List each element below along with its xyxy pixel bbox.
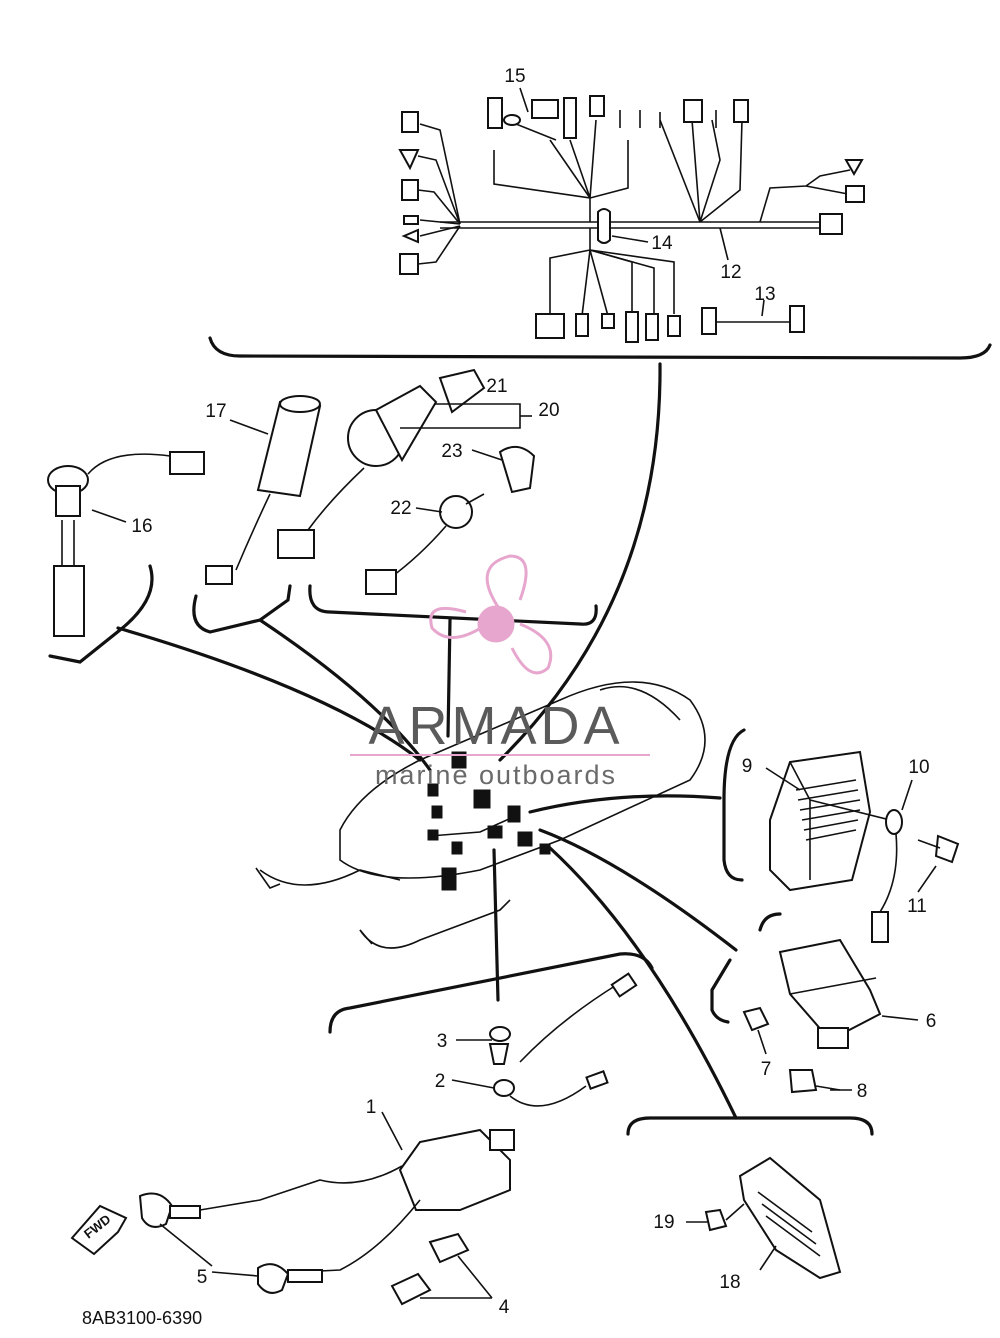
callout-18: 18 bbox=[719, 1272, 740, 1293]
callout-2: 2 bbox=[435, 1071, 446, 1092]
callout-15: 15 bbox=[504, 66, 525, 87]
callout-19: 19 bbox=[653, 1212, 674, 1233]
callout-14: 14 bbox=[651, 233, 673, 254]
watermark-tagline: marine outboards bbox=[375, 760, 617, 790]
callout-20: 20 bbox=[538, 400, 559, 421]
callout-21: 21 bbox=[486, 376, 507, 397]
callout-9: 9 bbox=[742, 756, 753, 777]
engine-body-outline bbox=[255, 681, 706, 949]
callout-17: 17 bbox=[205, 401, 226, 422]
regulator-18 bbox=[626, 1116, 874, 1280]
watermark-brand: ARMADA bbox=[368, 696, 623, 756]
rectifier-regulator-9 bbox=[722, 728, 960, 943]
callout-11: 11 bbox=[907, 896, 927, 917]
callout-7: 7 bbox=[761, 1059, 772, 1080]
wire-harness-assembly bbox=[208, 87, 992, 360]
drawing-code: 8AB3100-6390 bbox=[82, 1308, 202, 1328]
callout-10: 10 bbox=[908, 757, 929, 778]
callout-23: 23 bbox=[441, 441, 462, 462]
callout-8: 8 bbox=[857, 1081, 868, 1102]
armada-watermark: ARMADA marine outboards bbox=[350, 554, 650, 790]
callout-13: 13 bbox=[754, 284, 775, 305]
callout-12: 12 bbox=[720, 262, 741, 283]
callout-5: 5 bbox=[197, 1267, 208, 1288]
callout-4: 4 bbox=[499, 1297, 510, 1318]
condenser-17 bbox=[192, 395, 322, 634]
trim-sender-16 bbox=[47, 451, 205, 664]
callout-6: 6 bbox=[926, 1011, 937, 1032]
callout-labels: 1 2 3 4 5 6 7 8 9 10 11 12 13 14 15 16 1… bbox=[131, 66, 936, 1318]
callout-16: 16 bbox=[131, 516, 152, 537]
callout-1: 1 bbox=[366, 1097, 377, 1118]
switch-assembly-20 bbox=[277, 368, 598, 626]
propeller-logo-icon bbox=[429, 554, 553, 675]
ignition-coil-1 bbox=[70, 952, 654, 1306]
callout-3: 3 bbox=[437, 1031, 448, 1052]
callout-22: 22 bbox=[390, 498, 411, 519]
harness-connectors-cluster bbox=[427, 751, 551, 891]
cdi-unit-6 bbox=[710, 912, 919, 1094]
